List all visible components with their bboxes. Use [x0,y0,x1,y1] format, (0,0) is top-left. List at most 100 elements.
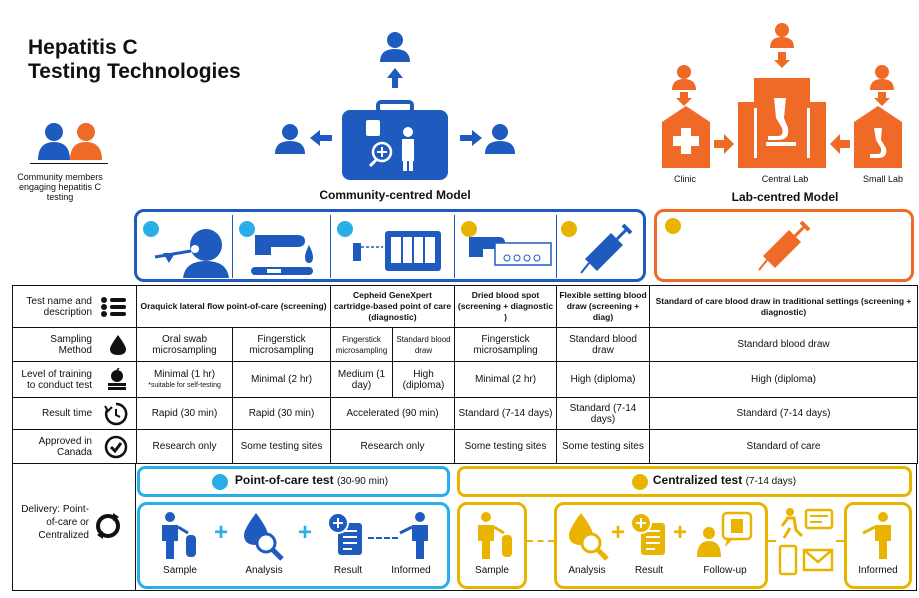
lab-model-label: Lab-centred Model [731,190,839,204]
connector-line [368,537,398,539]
cyan-dot [337,221,353,237]
comparison-table: Test name and description Oraquick later… [12,285,918,464]
lab-model-illustration [662,23,902,168]
table-cell: High (diploma) [556,361,650,398]
analysis-icon [244,513,284,561]
genexpert-cartridge-icon [353,231,441,271]
table-cell: Standard blood draw [556,327,650,362]
small-lab-label: Small Lab [862,174,904,184]
centralized-lab-box: + + Analysis Result Follow-up [554,502,768,589]
plus-icon: + [673,519,688,546]
delivery-label: Delivery: Point-of-care or Centralized [21,504,89,541]
caption-divider [30,163,108,164]
yellow-dot [561,221,577,237]
oral-swab-cell [137,215,233,278]
table-cell: Flexible setting blood draw (screening +… [556,285,650,328]
yellow-dot [461,221,477,237]
plus-icon: + [214,519,229,546]
community-model-illustration [275,32,515,180]
table-cell: High (diploma) [649,361,918,398]
row-label: Sampling Method [12,327,137,362]
step-label: Sample [163,565,197,576]
table-cell: Standard of care blood draw in tradition… [649,285,918,328]
centralized-title: Centralized test [652,473,743,487]
blood-drop-icon [110,334,126,355]
connector-line [768,540,776,542]
plus-icon: + [298,519,313,546]
table-cell: Cepheid GeneXpert cartridge-based point … [330,285,455,328]
lab-tests-panel [654,209,914,282]
step-label: Informed [858,565,898,576]
genexpert-cell [331,215,455,278]
communication-channels-icon [778,508,834,576]
table-row: Test name and description Oraquick later… [12,285,918,328]
step-label: Informed [391,565,431,576]
row-label: Approved in Canada [12,429,137,464]
table-cell: Research only [136,429,233,464]
dried-blood-spot-cell [455,215,557,278]
connector-line [527,540,554,542]
informed-person-icon [399,512,428,559]
table-cell: High (diploma) [392,361,455,398]
table-cell: Some testing sites [556,429,650,464]
fingerstick-cell [233,215,331,278]
point-of-care-flow: + + Sample Analysis Result Informed [137,502,450,589]
cycle-icon [96,513,120,539]
table-cell: Some testing sites [232,429,331,464]
centralized-header: Centralized test (7-14 days) [457,466,912,497]
analysis-icon [569,513,609,561]
step-label: Result [333,565,363,576]
step-label: Analysis [245,565,283,576]
table-cell: Research only [330,429,455,464]
poc-title: Point-of-care test [234,473,334,487]
flexible-blood-draw-cell [557,215,643,278]
table-cell: Some testing sites [454,429,557,464]
table-cell: Medium (1 day) [330,361,393,398]
centralized-sample-box: Sample [457,502,527,589]
centralized-informed-box: Informed [844,502,912,589]
cyan-dot [143,221,159,237]
table-cell: Minimal (2 hr) [454,361,557,398]
table-cell: Standard blood draw [649,327,918,362]
table-cell: Fingerstick microsampling [330,327,393,362]
clock-icon [104,402,128,425]
table-cell: Standard (7-14 days) [454,397,557,430]
plus-icon: + [611,519,626,546]
step-label: Sample [475,565,509,576]
table-cell: Minimal (1 hr) *suitable for self-testin… [136,361,233,398]
result-icon [630,512,665,555]
table-cell: Oraquick lateral flow point-of-care (scr… [136,285,331,328]
dried-blood-spot-icon [469,237,552,266]
list-icon [101,296,126,317]
table-cell: Standard (7-14 days) [556,397,650,430]
delivery-label-cell: Delivery: Point-of-care or Centralized [12,463,136,591]
row-label: Test name and description [12,285,137,328]
table-cell: Standard of care [649,429,918,464]
table-cell: Fingerstick microsampling [454,327,557,362]
yellow-dot [632,474,648,490]
row-label: Level of training to conduct test [12,361,137,398]
connector-line [836,540,844,542]
table-row: Result time Rapid (30 min) Rapid (30 min… [12,397,918,430]
community-caption: Community members engaging hepatitis C t… [17,172,103,202]
table-cell: Rapid (30 min) [136,397,233,430]
self-test-note: *suitable for self-testing [148,381,221,389]
poc-duration: (30-90 min) [336,476,389,487]
table-row: Level of training to conduct test Minima… [12,361,918,398]
informed-person-icon [862,512,891,559]
table-row: Approved in Canada Research only Some te… [12,429,918,464]
follow-up-icon [697,511,753,557]
table-cell: Standard blood draw [392,327,455,362]
fingerstick-lateral-flow-icon [251,235,313,275]
table-cell: Standard (7-14 days) [649,397,918,430]
community-members-icon [38,123,102,160]
result-icon [327,512,362,555]
apple-books-icon [108,367,126,390]
person-icon [380,32,410,62]
syringe-icon [758,220,811,271]
community-model-label: Community-centred Model [319,188,471,202]
point-of-care-header: Point-of-care test (30-90 min) [137,466,450,497]
table-cell: Accelerated (90 min) [330,397,455,430]
delivery-content-cell [136,463,917,591]
table-cell: Dried blood spot (screening + diagnostic… [454,285,557,328]
